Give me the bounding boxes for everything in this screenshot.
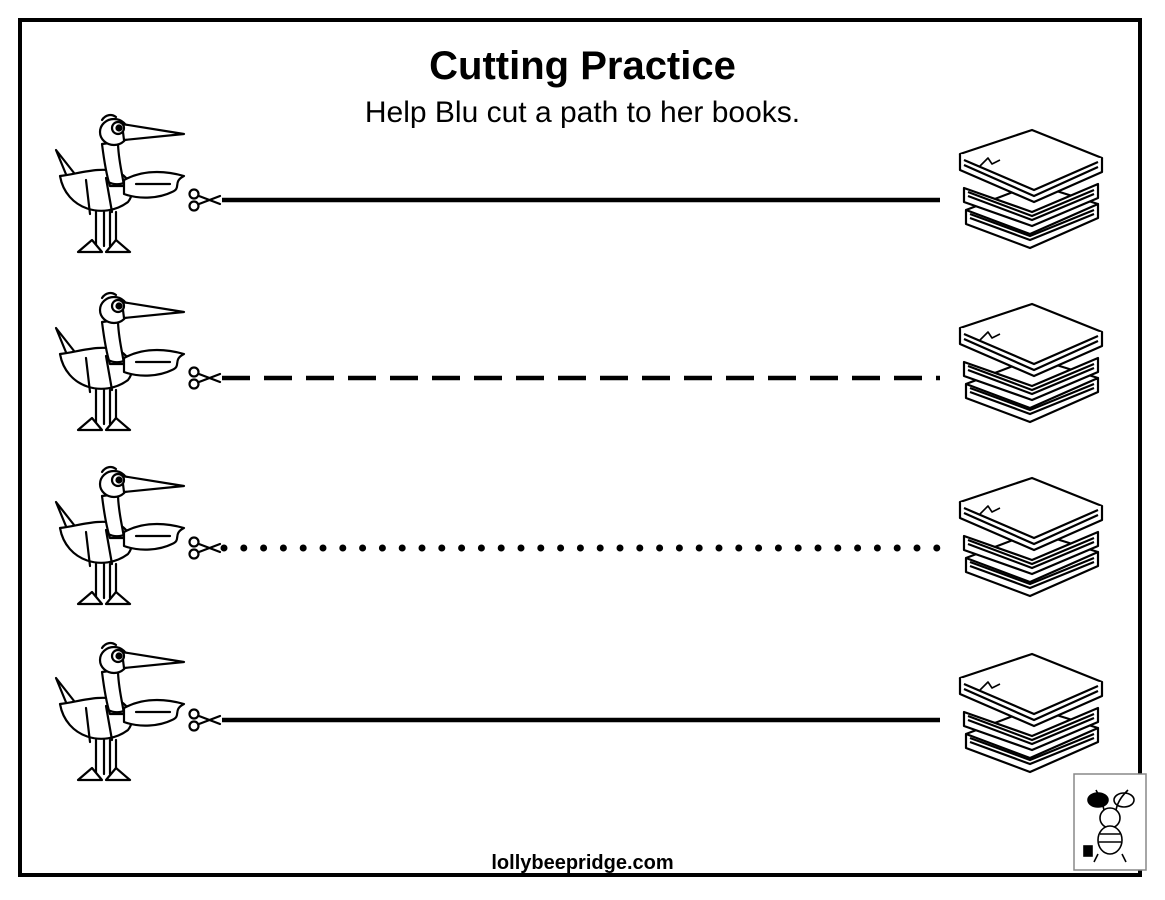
- books-icon: [958, 128, 1104, 250]
- cutting-row: [54, 291, 1104, 432]
- bird-icon: [54, 291, 186, 432]
- scissors-icon: [188, 188, 222, 212]
- books-icon: [958, 476, 1104, 598]
- scissors-icon: [188, 536, 222, 560]
- page-subtitle: Help Blu cut a path to her books.: [364, 96, 801, 129]
- bird-icon: [54, 113, 186, 254]
- scissors-icon: [188, 708, 222, 732]
- scissors-icon: [188, 366, 222, 390]
- bee-logo-icon: [1073, 773, 1147, 871]
- books-icon: [958, 302, 1104, 424]
- cutting-row: [54, 465, 1104, 606]
- books-icon: [958, 652, 1104, 774]
- cutting-row: [54, 641, 1104, 782]
- cutting-row: [54, 113, 1104, 254]
- worksheet-border: [18, 18, 1142, 877]
- bird-icon: [54, 465, 186, 606]
- website-footer: lollybeepridge.com: [491, 852, 674, 874]
- bird-icon: [54, 641, 186, 782]
- page-title: Cutting Practice: [429, 44, 736, 88]
